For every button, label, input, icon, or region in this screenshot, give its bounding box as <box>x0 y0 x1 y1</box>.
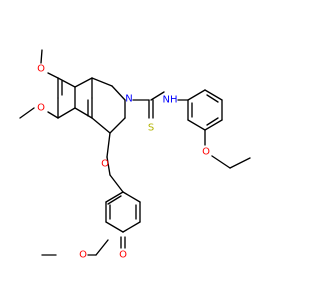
bond <box>206 117 219 126</box>
o-ethoxy-label: O <box>202 147 210 158</box>
bond <box>204 89 223 101</box>
bond <box>211 155 231 169</box>
o-methoxy-lower-label: O <box>37 103 45 114</box>
bond <box>74 77 93 88</box>
bond <box>150 91 165 101</box>
bond <box>187 119 206 131</box>
bond <box>122 221 141 233</box>
bond <box>111 85 126 101</box>
bond <box>47 111 59 119</box>
bond <box>57 77 76 88</box>
bond <box>47 72 59 79</box>
s-thione-label: S <box>148 123 154 134</box>
nh-label: NH <box>163 95 178 106</box>
bonds <box>19 49 251 256</box>
bond <box>105 221 124 233</box>
bond <box>91 77 113 87</box>
bond <box>57 107 76 119</box>
bond <box>105 191 124 203</box>
bond <box>187 89 206 101</box>
atom-labels: O O N NH S O O O O <box>37 64 210 261</box>
bond <box>19 107 35 119</box>
bond <box>74 107 93 119</box>
bond <box>109 117 126 134</box>
bond <box>91 117 111 134</box>
bond <box>109 174 124 193</box>
canvas-background <box>0 0 300 300</box>
o-methoxy-upper-label: O <box>37 64 45 75</box>
bond <box>122 191 141 203</box>
o-aryl-ether-label: O <box>101 159 109 170</box>
o-ester-single-label: O <box>79 250 87 261</box>
chemical-structure: O O N NH S O O O O <box>0 0 300 300</box>
n-ring-label: N <box>125 94 132 105</box>
bond <box>106 132 111 158</box>
bond <box>95 239 109 256</box>
bond <box>107 195 122 205</box>
bond <box>40 49 43 64</box>
bond <box>206 94 219 103</box>
o-ester-carbonyl-label: O <box>119 250 127 261</box>
bond <box>229 157 251 169</box>
bond <box>106 156 111 176</box>
bond <box>204 119 223 131</box>
